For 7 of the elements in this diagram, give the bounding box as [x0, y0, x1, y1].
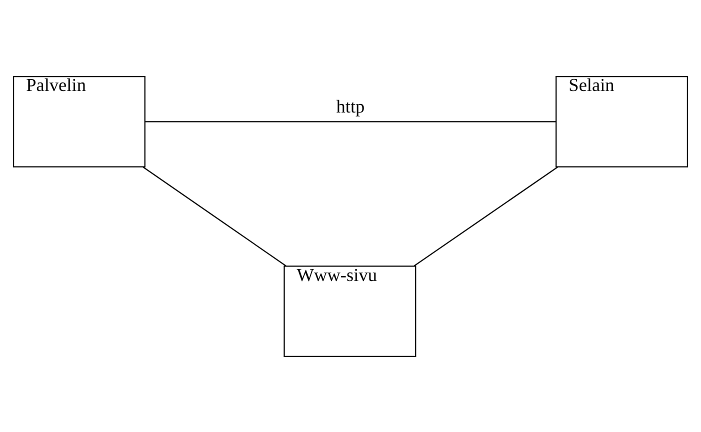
- node-box: Selain: [556, 76, 688, 167]
- connector: [142, 166, 286, 266]
- node-box: Www-sivu: [284, 265, 416, 356]
- edge-label: http: [336, 96, 365, 116]
- connector: [414, 166, 558, 266]
- connector: [145, 120, 556, 122]
- node-box: Palvelin: [12, 76, 146, 167]
